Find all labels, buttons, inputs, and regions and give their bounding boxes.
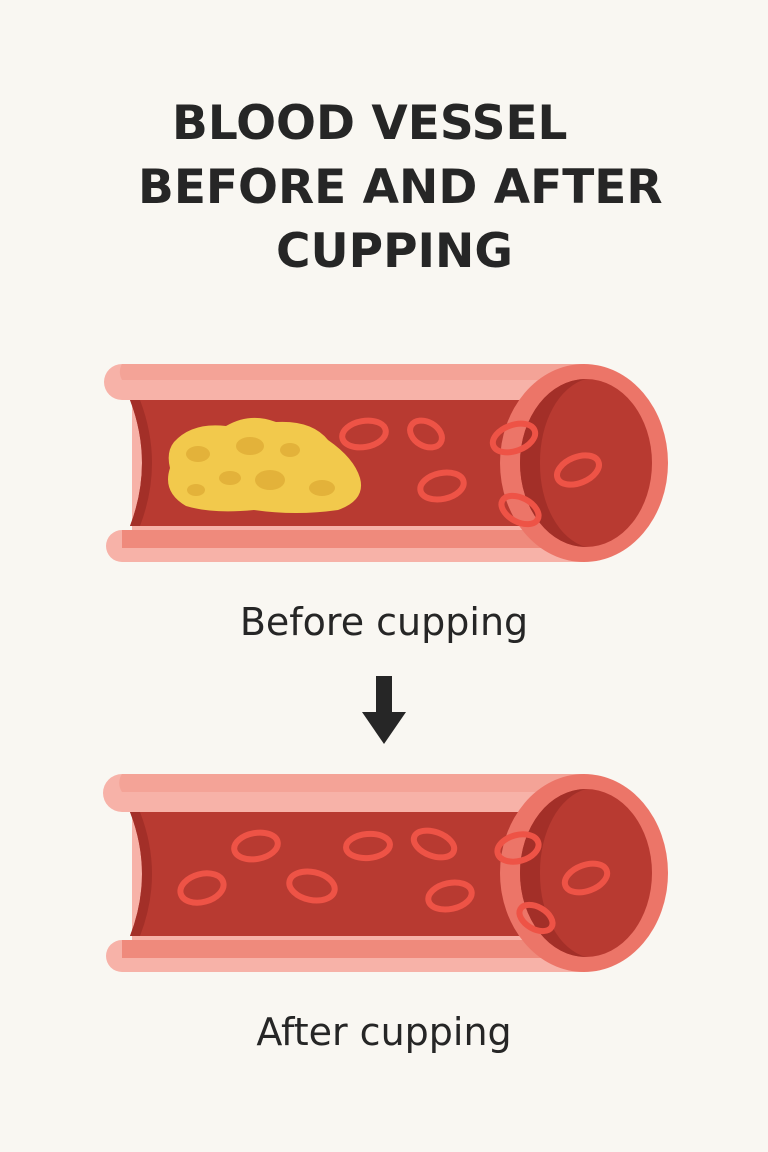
blood-cell (231, 829, 281, 863)
blood-cell (516, 901, 556, 935)
blood-cell (561, 860, 611, 896)
vessel-wall-shade (119, 774, 584, 792)
plaque-spot (219, 471, 241, 485)
title-line-3: CUPPING (276, 224, 513, 279)
blood-cell (286, 868, 338, 904)
title-line-1: BLOOD VESSEL (172, 96, 568, 151)
caption-before-cupping: Before cupping (239, 600, 529, 644)
blood-cell (339, 417, 389, 451)
blood-cell (425, 879, 475, 913)
blood-cell (489, 420, 539, 456)
plaque-spot (186, 446, 210, 462)
blood-cells (177, 827, 611, 935)
caption-after-cupping: After cupping (256, 1010, 512, 1054)
blood-cell (410, 827, 458, 861)
arrow-down-icon (362, 676, 406, 744)
vessel-before-cupping (100, 350, 680, 570)
title-line-2: BEFORE AND AFTER (138, 160, 663, 215)
blood-cell (494, 831, 542, 865)
vessel-after-cupping (100, 762, 680, 982)
plaque-spot (187, 484, 205, 496)
plaque-spot (280, 443, 300, 457)
vessel-wall-lower-shade (122, 530, 584, 548)
vessel-opening (520, 379, 652, 547)
blood-cell (554, 452, 602, 488)
blood-cell (407, 417, 445, 451)
vessel-before-illustration (104, 364, 668, 562)
plaque-spot (309, 480, 335, 496)
blood-cells (339, 417, 602, 528)
vessel-wall-shade (119, 364, 584, 380)
vessel-wall-lower-shade (122, 940, 584, 958)
vessel-after-illustration (103, 774, 668, 972)
blood-cell (177, 870, 227, 906)
blood-cell (417, 469, 467, 503)
vessel-opening (520, 789, 652, 957)
vessel-lumen (130, 812, 584, 936)
diagram-title: BLOOD VESSEL BEFORE AND AFTER CUPPING (0, 92, 768, 284)
vessel-lumen-edge (130, 812, 152, 936)
plaque-spot (236, 437, 264, 455)
vessel-opening-shadow (520, 789, 586, 957)
blood-cell (343, 830, 393, 862)
blood-cell (498, 492, 542, 528)
plaque-spot (255, 470, 285, 490)
vessel-lumen-edge (130, 400, 152, 526)
